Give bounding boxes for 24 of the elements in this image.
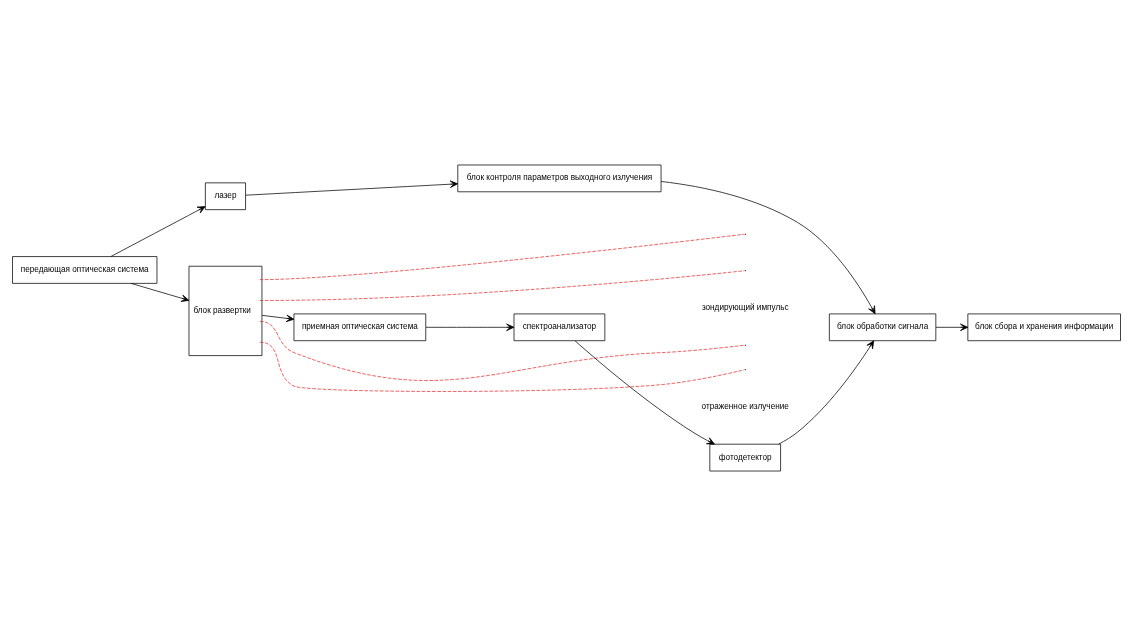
node-box: блок сбора и хранения информации xyxy=(967,313,1121,341)
node-box: блок контроля параметров выходного излучения xyxy=(457,164,662,192)
arrow xyxy=(935,323,969,331)
node-box: лазер xyxy=(205,182,246,210)
node-box: фотодетектор xyxy=(709,443,781,471)
connector xyxy=(259,233,745,280)
node-box: приемная оптическая система xyxy=(293,313,427,341)
connector xyxy=(259,320,745,381)
node-box: спектроанализатор xyxy=(513,313,606,341)
connector xyxy=(259,269,745,301)
arrow xyxy=(425,323,515,331)
arrow xyxy=(130,282,190,302)
label: отраженное излучение xyxy=(701,401,789,411)
node-box: блок обработки сигнала xyxy=(829,313,937,341)
node-box: блок развертки xyxy=(188,265,263,356)
arrow xyxy=(574,340,715,445)
arrow xyxy=(110,205,206,257)
connector xyxy=(259,341,745,392)
arrow xyxy=(261,314,295,322)
arrow xyxy=(778,339,875,444)
arrow xyxy=(660,180,876,314)
node-box: передающая оптическая система xyxy=(12,255,158,284)
arrow xyxy=(245,180,459,196)
label: зондирующий импульс xyxy=(701,302,789,312)
